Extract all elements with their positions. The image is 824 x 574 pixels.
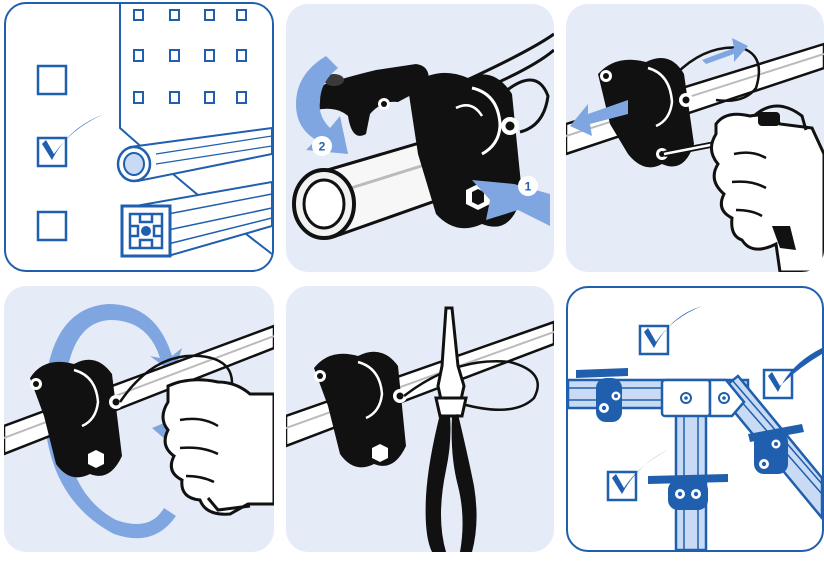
checkmark-right-icon xyxy=(764,348,822,398)
wrap-clip-illustration xyxy=(4,286,274,552)
corner-connector xyxy=(662,380,744,416)
pliers-illustration xyxy=(286,286,554,552)
checkmark-top-icon xyxy=(640,306,702,354)
checkbox-empty-top xyxy=(38,66,66,94)
checkmark-bottom-icon xyxy=(608,450,668,500)
profile-selection-illustration xyxy=(6,4,272,270)
panel-tighten-screw xyxy=(566,4,824,272)
panel-assembled-frame xyxy=(566,286,824,552)
hand xyxy=(163,380,274,514)
step-label-first: 1 xyxy=(525,180,532,194)
attach-clamp-illustration: 2 1 xyxy=(286,4,554,272)
step-label-second: 2 xyxy=(319,140,326,154)
checkbox-checked xyxy=(38,114,104,166)
clamp-bottom xyxy=(648,474,728,510)
hand xyxy=(711,106,824,272)
tighten-screw-illustration xyxy=(566,4,824,272)
vertical-profile xyxy=(676,398,706,550)
panel-attach-clamp: 2 1 xyxy=(286,4,554,272)
panel-wrap-clip xyxy=(4,286,274,552)
assembled-frame-illustration xyxy=(568,288,822,550)
panel-secure-pliers xyxy=(286,286,554,552)
checkbox-empty-bottom xyxy=(38,212,66,240)
pliers xyxy=(426,308,477,552)
panel-select-profile xyxy=(4,2,274,272)
